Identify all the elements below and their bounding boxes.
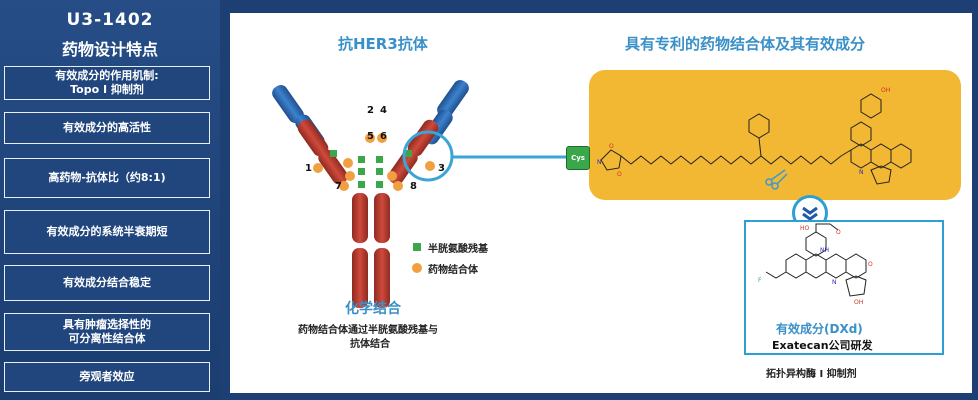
svg-text:OH: OH: [854, 299, 863, 306]
heavy-chain-left-upper: [297, 119, 329, 157]
svg-text:N: N: [832, 279, 837, 286]
cysteine-residue: [358, 181, 365, 188]
site-number: 1: [305, 163, 312, 174]
sidebar-title: 药物设计特点: [61, 40, 158, 59]
payload-dot: [425, 161, 435, 171]
sidebar: U3-1402 药物设计特点 有效成分的作用机制: Topo I 抑制剂 有效成…: [0, 0, 220, 400]
light-chain-left-upper: [272, 84, 304, 124]
payload-dot: [339, 181, 349, 191]
site-number: 8: [410, 181, 417, 192]
fc-left-lower: [352, 248, 368, 308]
payload-dot: [343, 158, 353, 168]
site-number: 3: [438, 163, 445, 174]
payload-structure: HO O O OH N NH F: [758, 223, 873, 306]
payload-subtitle: Exatecan公司研发: [772, 339, 873, 352]
feature-item: 具有肿瘤选择性的 可分离性结合体: [4, 313, 210, 351]
cysteine-residue: [358, 168, 365, 175]
legend-payload-swatch: [412, 263, 422, 273]
svg-text:O: O: [868, 261, 873, 268]
svg-text:OH: OH: [881, 87, 890, 94]
payload-dot: [365, 133, 375, 143]
chem-desc-line2: 抗体结合: [350, 339, 390, 350]
svg-text:N: N: [859, 169, 864, 176]
feature-item: 有效成分的作用机制: Topo I 抑制剂: [4, 66, 210, 100]
cysteine-residue: [405, 150, 412, 157]
svg-text:O: O: [609, 143, 614, 150]
feature-item: 高药物-抗体比（约8:1): [4, 158, 210, 198]
fc-right-upper: [374, 193, 390, 243]
cysteine-residue: [358, 156, 365, 163]
svg-text:O: O: [617, 171, 622, 178]
legend-payload-label: 药物结合体: [428, 265, 478, 276]
payload-dot: [387, 171, 397, 181]
payload-dot: [377, 133, 387, 143]
feature-item: 有效成分的高活性: [4, 112, 210, 144]
payload-dot: [345, 171, 355, 181]
site-number: 5: [367, 131, 374, 142]
fc-right-lower: [374, 248, 390, 308]
light-chain-right-upper: [437, 79, 469, 119]
fc-left-upper: [352, 193, 368, 243]
svg-text:NH: NH: [820, 247, 829, 254]
svg-text:O: O: [836, 229, 841, 236]
payload-title: 有效成分(DXd): [776, 322, 863, 336]
chem-desc-line1: 药物结合体通过半胱氨酸残基与: [298, 325, 438, 336]
linker-heading: 具有专利的药物结合体及其有效成分: [625, 35, 866, 53]
cysteine-residue: [376, 181, 383, 188]
chem-title: 化学结合: [345, 301, 401, 317]
legend-cysteine-swatch: [413, 243, 421, 251]
feature-item: 有效成分的系统半衰期短: [4, 210, 210, 254]
heavy-chain-left-lower: [318, 149, 348, 185]
sidebar-title-code: U3-1402: [66, 10, 154, 30]
site-number: 7: [335, 181, 342, 192]
chevron-down-icon: [802, 206, 818, 221]
payload-caption: 拓扑异构酶 I 抑制剂: [766, 369, 857, 380]
cysteine-residue: [376, 168, 383, 175]
cysteine-residue: [376, 156, 383, 163]
payload-dot: [313, 163, 323, 173]
site-number: 4: [380, 105, 387, 116]
site-number: 2: [367, 105, 374, 116]
diagram-panel: 抗HER3抗体 具有专利的药物结合体及其有效成分: [230, 13, 972, 393]
heavy-chain-right-upper: [407, 119, 439, 157]
linker-panel: [589, 70, 961, 200]
cys-label: Cys: [571, 154, 585, 162]
feature-item: 旁观者效应: [4, 362, 210, 392]
svg-text:HO: HO: [800, 225, 810, 232]
cysteine-residue: [330, 150, 337, 157]
antibody-heading: 抗HER3抗体: [338, 35, 428, 53]
feature-item: 有效成分结合稳定: [4, 265, 210, 301]
payload-dot: [393, 181, 403, 191]
svg-text:N: N: [597, 159, 602, 166]
payload-box: HO O O OH N NH F 有效成分(DXd) Exatecan公司研发: [744, 220, 944, 355]
legend-cysteine-label: 半胱氨酸残基: [428, 244, 488, 255]
site-number: 6: [380, 131, 387, 142]
cys-box: Cys: [566, 146, 590, 170]
linker-structure: O O OH N N: [597, 87, 912, 190]
antibody-diagram: [272, 79, 469, 308]
svg-text:F: F: [758, 277, 762, 284]
